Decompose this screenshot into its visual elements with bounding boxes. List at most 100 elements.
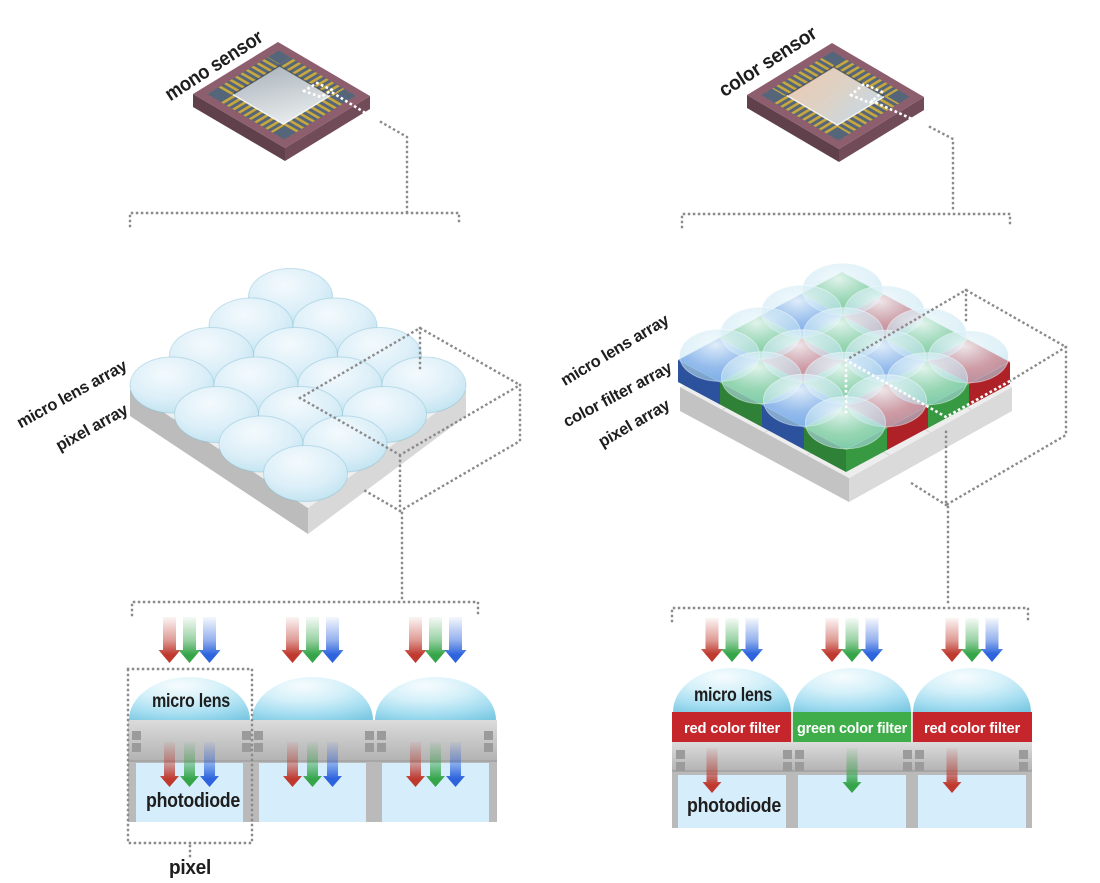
wiring-contact bbox=[1019, 762, 1028, 771]
chip-cavity-corner bbox=[761, 88, 784, 102]
micro-lens-dome bbox=[913, 668, 1031, 712]
light-arrow-green bbox=[961, 618, 983, 662]
light-arrow-blue bbox=[198, 617, 221, 663]
chip-pins bbox=[207, 94, 285, 140]
filter-gap bbox=[911, 712, 913, 742]
chip-pins bbox=[278, 50, 356, 96]
filter-gap bbox=[791, 712, 793, 742]
mono-photodiode-label: photodiode bbox=[146, 790, 240, 812]
chip-cavity-corner bbox=[826, 127, 850, 141]
light-arrow-blue bbox=[981, 618, 1003, 662]
pixel-label: pixel bbox=[169, 857, 211, 879]
slab-side-left bbox=[680, 387, 849, 502]
slab-side-right bbox=[849, 387, 1012, 502]
wiring-contact bbox=[254, 743, 263, 752]
chip-die bbox=[786, 66, 885, 126]
slab-side-right bbox=[308, 390, 466, 534]
slab-side-left bbox=[130, 390, 308, 534]
color-section-bracket bbox=[670, 505, 1030, 623]
green-color-filter-strip bbox=[792, 712, 912, 742]
wiring-contact bbox=[242, 731, 251, 740]
wiring-contact bbox=[676, 750, 685, 759]
mono-micro-lens-array bbox=[129, 268, 467, 534]
chip-side-left bbox=[193, 94, 285, 161]
light-arrow-blue bbox=[323, 742, 342, 787]
light-arrow-red bbox=[941, 618, 963, 662]
chip-pins bbox=[837, 96, 910, 141]
micro-lens bbox=[805, 396, 886, 450]
light-arrow-red bbox=[160, 742, 179, 787]
light-arrow-blue bbox=[321, 617, 344, 663]
light-arrow-red bbox=[406, 742, 425, 787]
light-arrow-red bbox=[821, 618, 843, 662]
chip-cavity-corner bbox=[267, 50, 291, 64]
chip-pins bbox=[761, 51, 834, 96]
micro-lens-dome bbox=[375, 677, 496, 720]
red-color-filter-strip bbox=[912, 712, 1032, 742]
wiring-contact bbox=[254, 731, 263, 740]
wiring-contact bbox=[795, 762, 804, 771]
filter-cell-face-right bbox=[887, 406, 928, 450]
red-filter-label-2: red color filter bbox=[924, 721, 1021, 737]
chip-cavity-corner bbox=[207, 87, 230, 101]
red-filter-label-1: red color filter bbox=[684, 721, 781, 737]
micro-lens bbox=[263, 445, 348, 502]
micro-lens-dome bbox=[673, 668, 791, 712]
wiring-contact bbox=[783, 762, 792, 771]
chip-cavity-corner bbox=[821, 51, 845, 65]
light-arrow-green bbox=[842, 748, 862, 793]
light-arrow-red bbox=[701, 618, 723, 662]
color-zoom-box bbox=[844, 288, 1068, 508]
wiring-contact bbox=[915, 750, 924, 759]
color-die-zoom-mark bbox=[848, 82, 932, 129]
micro-lens-dome bbox=[129, 677, 250, 720]
light-arrow-green bbox=[301, 617, 324, 663]
wiring-contact bbox=[365, 743, 374, 752]
mono-section-bracket bbox=[130, 511, 480, 617]
light-arrow-blue bbox=[446, 742, 465, 787]
light-arrow-blue bbox=[444, 617, 467, 663]
light-arrow-red bbox=[283, 742, 302, 787]
wiring-contact bbox=[132, 731, 141, 740]
mono-pixel-cross-section bbox=[128, 617, 497, 822]
color-array-bracket bbox=[680, 212, 1012, 229]
wiring-contact bbox=[915, 762, 924, 771]
wiring-contact bbox=[795, 750, 804, 759]
wiring-contact bbox=[377, 731, 386, 740]
wiring-contact bbox=[132, 743, 141, 752]
light-arrow-red bbox=[158, 617, 181, 663]
green-filter-label: green color filter bbox=[797, 721, 908, 737]
color-photodiode-label: photodiode bbox=[687, 795, 781, 817]
light-arrow-red bbox=[942, 748, 962, 793]
die-edge-highlight bbox=[786, 94, 885, 127]
light-arrow-green bbox=[303, 742, 322, 787]
die-edge-highlight bbox=[232, 93, 331, 126]
chip-side-left bbox=[747, 95, 839, 162]
chip-die bbox=[232, 65, 331, 125]
chip-pins bbox=[761, 95, 839, 141]
red-color-filter-strip bbox=[672, 712, 792, 742]
light-arrow-green bbox=[721, 618, 743, 662]
wiring-contact bbox=[484, 743, 493, 752]
wiring-contact bbox=[377, 743, 386, 752]
photodiode-region bbox=[678, 775, 786, 828]
wiring-contact bbox=[1019, 750, 1028, 759]
light-arrow-green bbox=[841, 618, 863, 662]
chip-pins bbox=[832, 51, 910, 97]
mono-die-zoom-mark bbox=[300, 81, 382, 124]
filter-cell-face-right bbox=[928, 384, 969, 428]
light-arrow-blue bbox=[200, 742, 219, 787]
dotted-connectors bbox=[126, 81, 1068, 860]
mono-zoom-box bbox=[298, 326, 522, 514]
mono-chip-connector bbox=[379, 120, 409, 214]
chip-side-right bbox=[839, 97, 924, 162]
color-chip-connector bbox=[928, 125, 955, 215]
chip-pins bbox=[207, 50, 280, 95]
chip-cavity-corner bbox=[333, 89, 356, 103]
color-pixel-cross-section bbox=[672, 618, 1032, 828]
light-arrow-green bbox=[424, 617, 447, 663]
wiring-contact bbox=[783, 750, 792, 759]
filter-cell-face-right bbox=[969, 362, 1010, 406]
